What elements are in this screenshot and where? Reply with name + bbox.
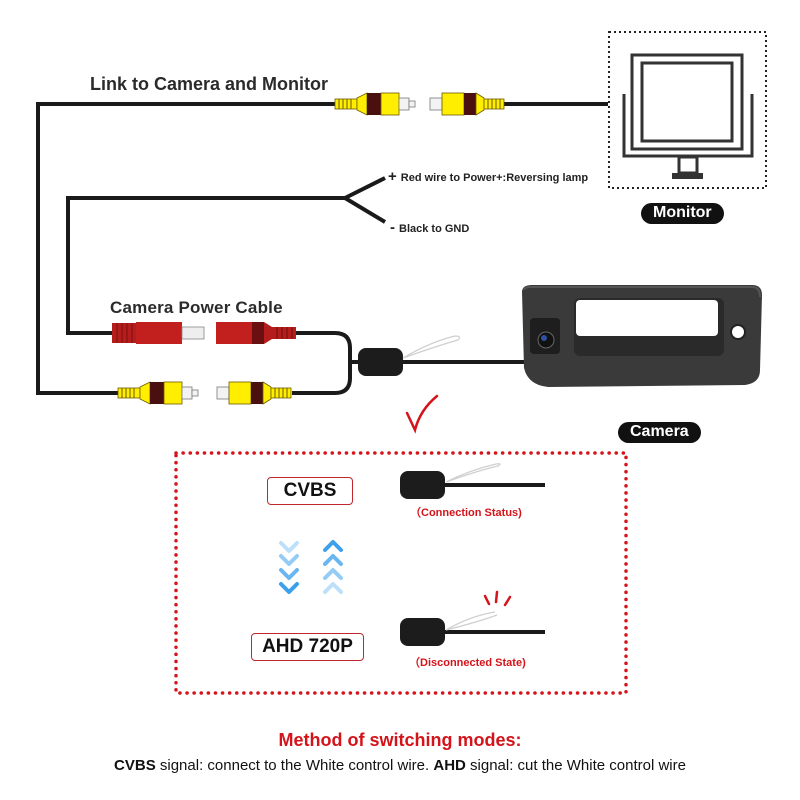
disconnected-state-caption: （Disconnected State) [409,657,526,669]
monitor-badge: Monitor [641,203,724,224]
red-wire-text: Red wire to Power+:Reversing lamp [400,172,589,184]
minus-sign: - [390,219,395,236]
power-cable-title: Camera Power Cable [110,298,283,317]
ahd-instruction: signal: cut the White control wire [465,757,686,774]
power-plug-male [112,322,205,344]
cvbs-mode-label: CVBS [267,477,353,505]
link-cable-title: Link to Camera and Monitor [90,74,329,94]
ahd-mode-label: AHD 720P [251,633,364,661]
ahd-module-disconnected [400,611,545,646]
monitor-illustration [608,31,767,189]
plus-sign: + [388,168,397,185]
black-wire-text: Black to GND [399,223,470,235]
camera-harness [292,331,530,395]
cvbs-keyword: CVBS [114,757,156,774]
cvbs-instruction: signal: connect to the White control wir… [155,757,434,774]
camera-handle-illustration [522,285,762,387]
rca-plug-bottom-female [216,381,292,405]
switching-method-title: Method of switching modes: [278,730,522,750]
rca-plug-bottom-male [117,381,199,405]
camera-badge: Camera [618,422,701,443]
switching-method-description: CVBS signal: connect to the White contro… [0,757,800,774]
cvbs-module-connected [400,463,545,499]
mode-frame [174,451,628,695]
arrows-up-icon [323,540,343,594]
video-link-cable [36,102,608,395]
connection-status-caption: （Connection Status) [410,507,522,519]
ahd-keyword: AHD [433,757,466,774]
power-cable [66,176,387,335]
break-spark-icon [483,590,512,607]
black-wire-label: -Black to GND [390,219,469,236]
rca-plug-top-female [429,92,505,116]
arrows-down-icon [279,541,299,594]
rca-plug-top-male [334,92,416,116]
power-plug-female [216,322,296,344]
red-wire-label: +Red wire to Power+:Reversing lamp [388,168,588,185]
checkmark-icon [405,394,439,434]
